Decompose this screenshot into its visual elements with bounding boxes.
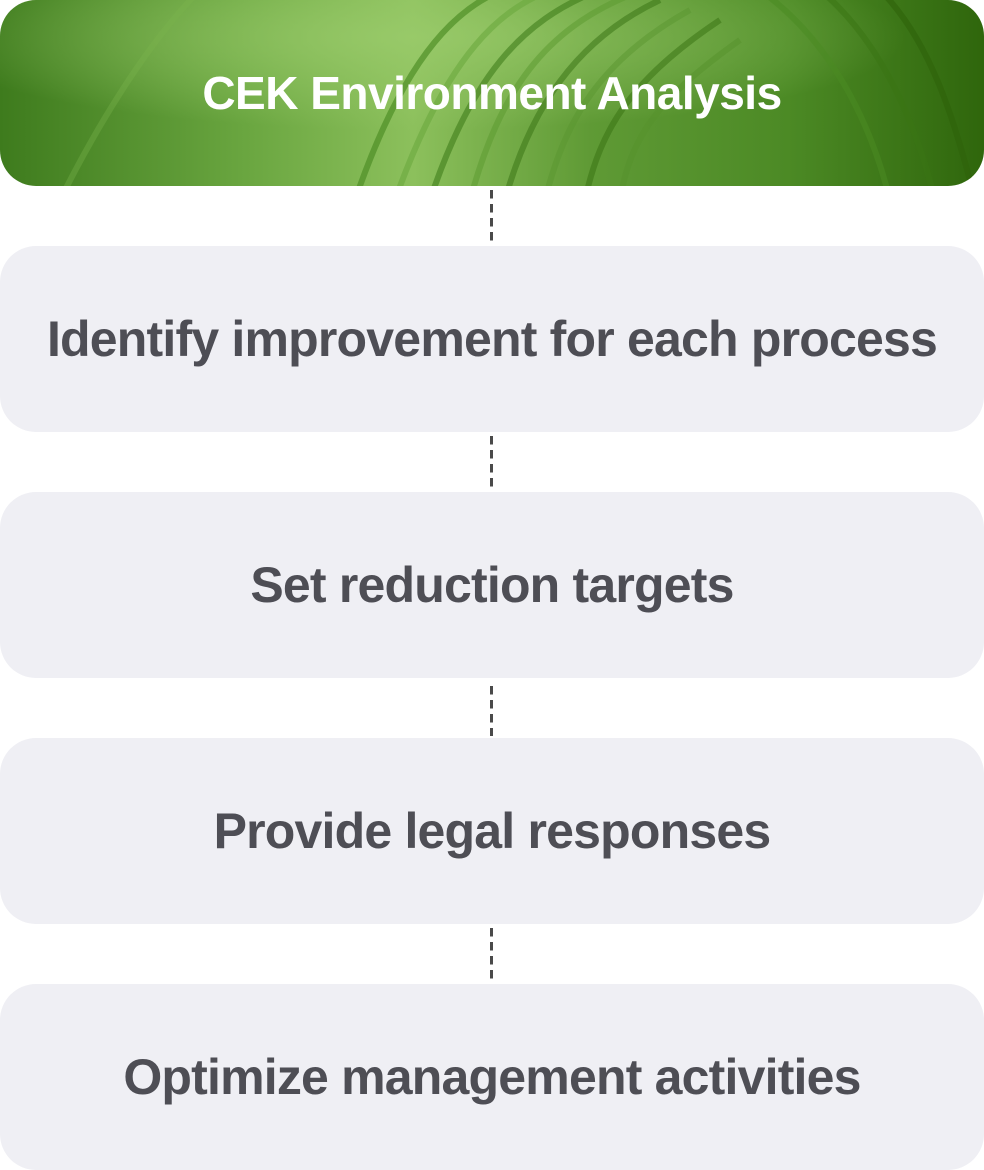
connector-line <box>490 436 494 490</box>
header-banner: CEK Environment Analysis <box>0 0 984 186</box>
step-box-2: Set reduction targets <box>0 492 984 678</box>
connector-line <box>490 928 494 984</box>
step-box-4: Optimize management activities <box>0 984 984 1170</box>
header-title: CEK Environment Analysis <box>202 67 782 119</box>
header-background <box>0 0 984 186</box>
step-label: Optimize management activities <box>123 1049 861 1105</box>
connector-line <box>490 686 494 736</box>
step-box-1: Identify improvement for each process <box>0 246 984 432</box>
connector-line <box>490 190 494 246</box>
step-label: Provide legal responses <box>213 803 772 859</box>
step-label: Set reduction targets <box>250 557 734 613</box>
step-box-3: Provide legal responses <box>0 738 984 924</box>
step-label: Identify improvement for each process <box>46 311 938 367</box>
